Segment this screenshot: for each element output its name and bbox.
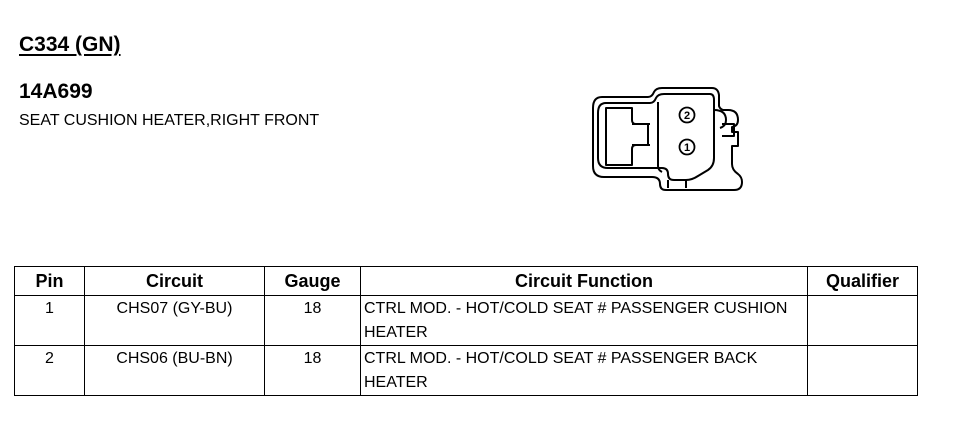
circuit-function-cell: CTRL MOD. - HOT/COLD SEAT # PASSENGER BA… [360,345,808,396]
pin-cell: 1 [14,295,85,346]
pin-cell: 2 [14,345,85,396]
qualifier-cell [807,345,918,396]
circuit-cell: CHS06 (BU-BN) [84,345,265,396]
table-row: 2 CHS06 (BU-BN) 18 CTRL MOD. - HOT/COLD … [14,345,918,396]
connector-pin-label-1: 1 [684,142,690,154]
header-gauge: Gauge [264,266,361,296]
connector-pin-label-2: 2 [684,110,690,122]
header-pin: Pin [14,266,85,296]
circuit-cell: CHS07 (GY-BU) [84,295,265,346]
gauge-cell: 18 [264,345,361,396]
circuit-function-cell: CTRL MOD. - HOT/COLD SEAT # PASSENGER CU… [360,295,808,346]
header-qualifier: Qualifier [807,266,918,296]
connector-face-diagram: 2 1 [592,87,743,191]
header-circuit: Circuit [84,266,265,296]
part-number: 14A699 [19,80,93,103]
header-circuit-function: Circuit Function [360,266,808,296]
table-row: 1 CHS07 (GY-BU) 18 CTRL MOD. - HOT/COLD … [14,295,918,346]
pinout-table: Pin Circuit Gauge Circuit Function Quali… [14,266,918,396]
gauge-cell: 18 [264,295,361,346]
table-header-row: Pin Circuit Gauge Circuit Function Quali… [14,266,918,296]
qualifier-cell [807,295,918,346]
connector-id: C334 (GN) [19,33,121,56]
connector-description: SEAT CUSHION HEATER,RIGHT FRONT [19,112,320,129]
